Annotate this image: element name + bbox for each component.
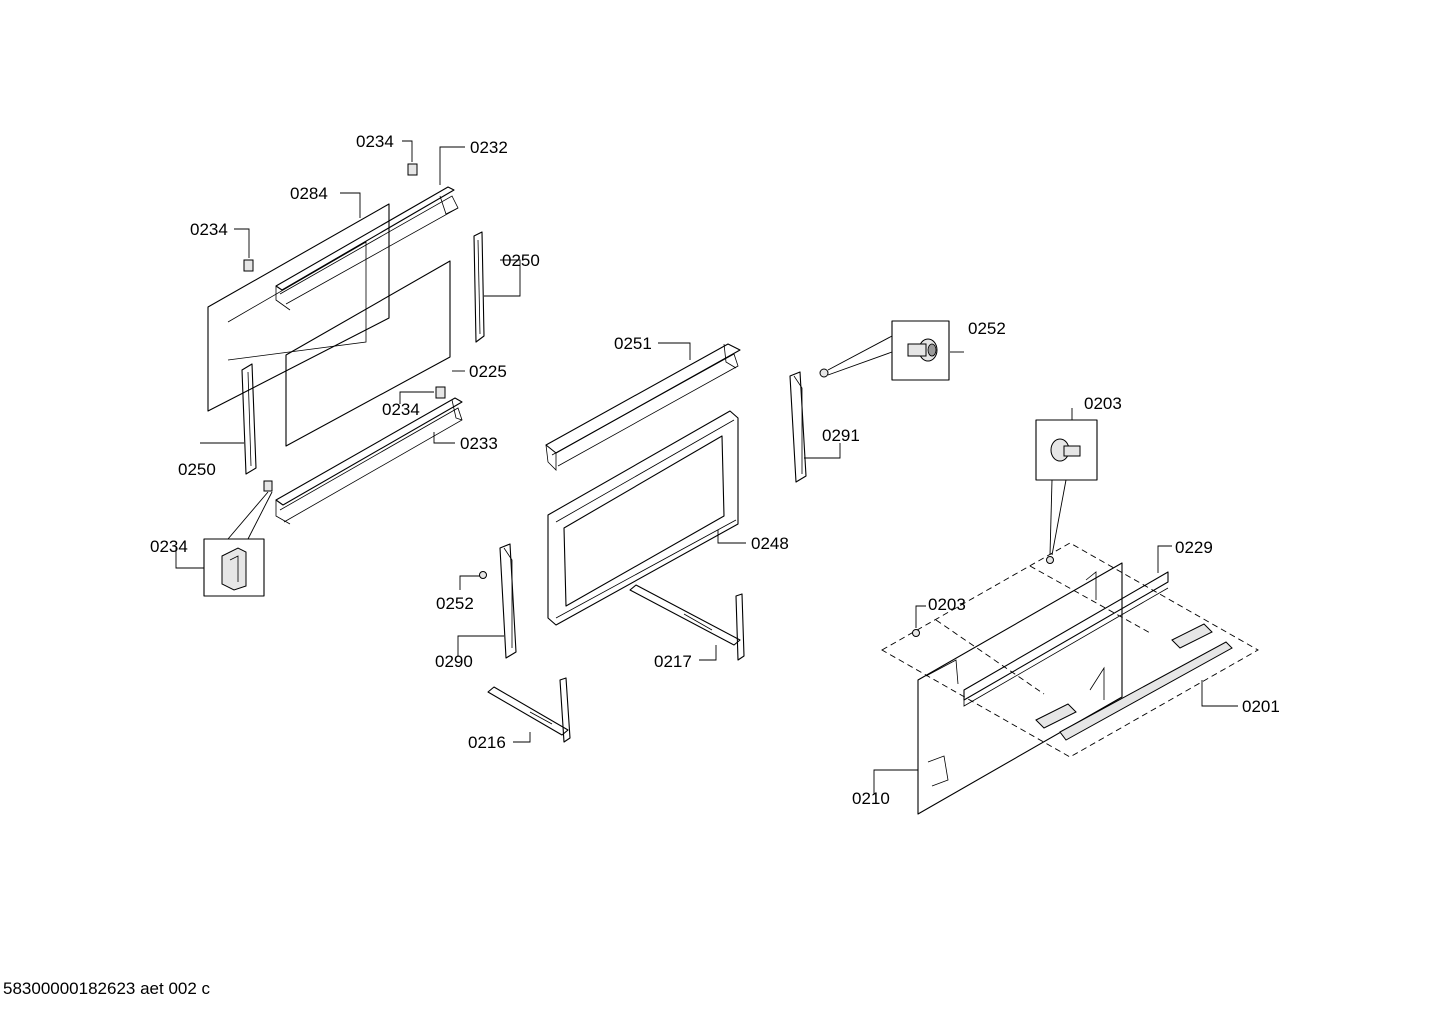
part-0232-top-trim bbox=[275, 186, 459, 311]
part-0290-side-rail bbox=[499, 543, 517, 659]
part-0234-clip-left bbox=[243, 259, 254, 272]
part-0250-right-rail bbox=[473, 231, 485, 343]
part-0203-knob-small bbox=[912, 556, 1054, 637]
label-0229: 0229 bbox=[1175, 538, 1213, 557]
label-0225: 0225 bbox=[469, 362, 507, 381]
label-0252-top: 0252 bbox=[968, 319, 1006, 338]
part-0216-hinge bbox=[487, 677, 571, 743]
part-0210-front-panel bbox=[917, 562, 1123, 815]
label-0232: 0232 bbox=[470, 138, 508, 157]
detail-box-0203 bbox=[1035, 419, 1098, 556]
leader-lines bbox=[175, 140, 1238, 795]
part-0234-clip-small bbox=[263, 480, 273, 492]
part-0252-screw-small bbox=[479, 571, 487, 579]
label-0201: 0201 bbox=[1242, 697, 1280, 716]
label-0284: 0284 bbox=[290, 184, 328, 203]
part-0252-screw-top bbox=[819, 368, 829, 378]
part-0233-bottom-trim bbox=[275, 397, 463, 525]
part-0284-outer-glass bbox=[207, 203, 390, 412]
label-0203-mid: 0203 bbox=[928, 595, 966, 614]
label-0234-mid: 0234 bbox=[382, 400, 420, 419]
drawing-code: 58300000182623 aet 002 c bbox=[3, 979, 211, 998]
part-0248-door-frame bbox=[547, 410, 739, 626]
label-0251: 0251 bbox=[614, 334, 652, 353]
part-0250-left-rail bbox=[241, 363, 257, 475]
label-0234-box: 0234 bbox=[150, 537, 188, 556]
part-0234-clip-top bbox=[407, 163, 418, 176]
part-0229-trim-strip bbox=[963, 571, 1169, 707]
label-0250-left: 0250 bbox=[178, 460, 216, 479]
part-0201-dashed-assembly bbox=[881, 542, 1259, 758]
label-0290: 0290 bbox=[435, 652, 473, 671]
detail-box-0252 bbox=[827, 320, 950, 381]
label-0234-top: 0234 bbox=[356, 132, 394, 151]
label-0250-right: 0250 bbox=[502, 251, 540, 270]
label-0210: 0210 bbox=[852, 789, 890, 808]
part-0234-clip-mid bbox=[435, 386, 446, 399]
part-0217-hinge bbox=[629, 584, 745, 661]
label-0291: 0291 bbox=[822, 426, 860, 445]
part-0291-side-rail bbox=[789, 371, 807, 483]
label-0203-top: 0203 bbox=[1084, 394, 1122, 413]
part-0251-top-frame bbox=[545, 343, 741, 471]
label-0216: 0216 bbox=[468, 733, 506, 752]
label-0233: 0233 bbox=[460, 434, 498, 453]
part-0225-inner-glass bbox=[285, 260, 451, 447]
detail-box-0234 bbox=[203, 491, 273, 597]
label-0252-bottom: 0252 bbox=[436, 594, 474, 613]
label-0248: 0248 bbox=[751, 534, 789, 553]
label-0217: 0217 bbox=[654, 652, 692, 671]
label-0234-left: 0234 bbox=[190, 220, 228, 239]
